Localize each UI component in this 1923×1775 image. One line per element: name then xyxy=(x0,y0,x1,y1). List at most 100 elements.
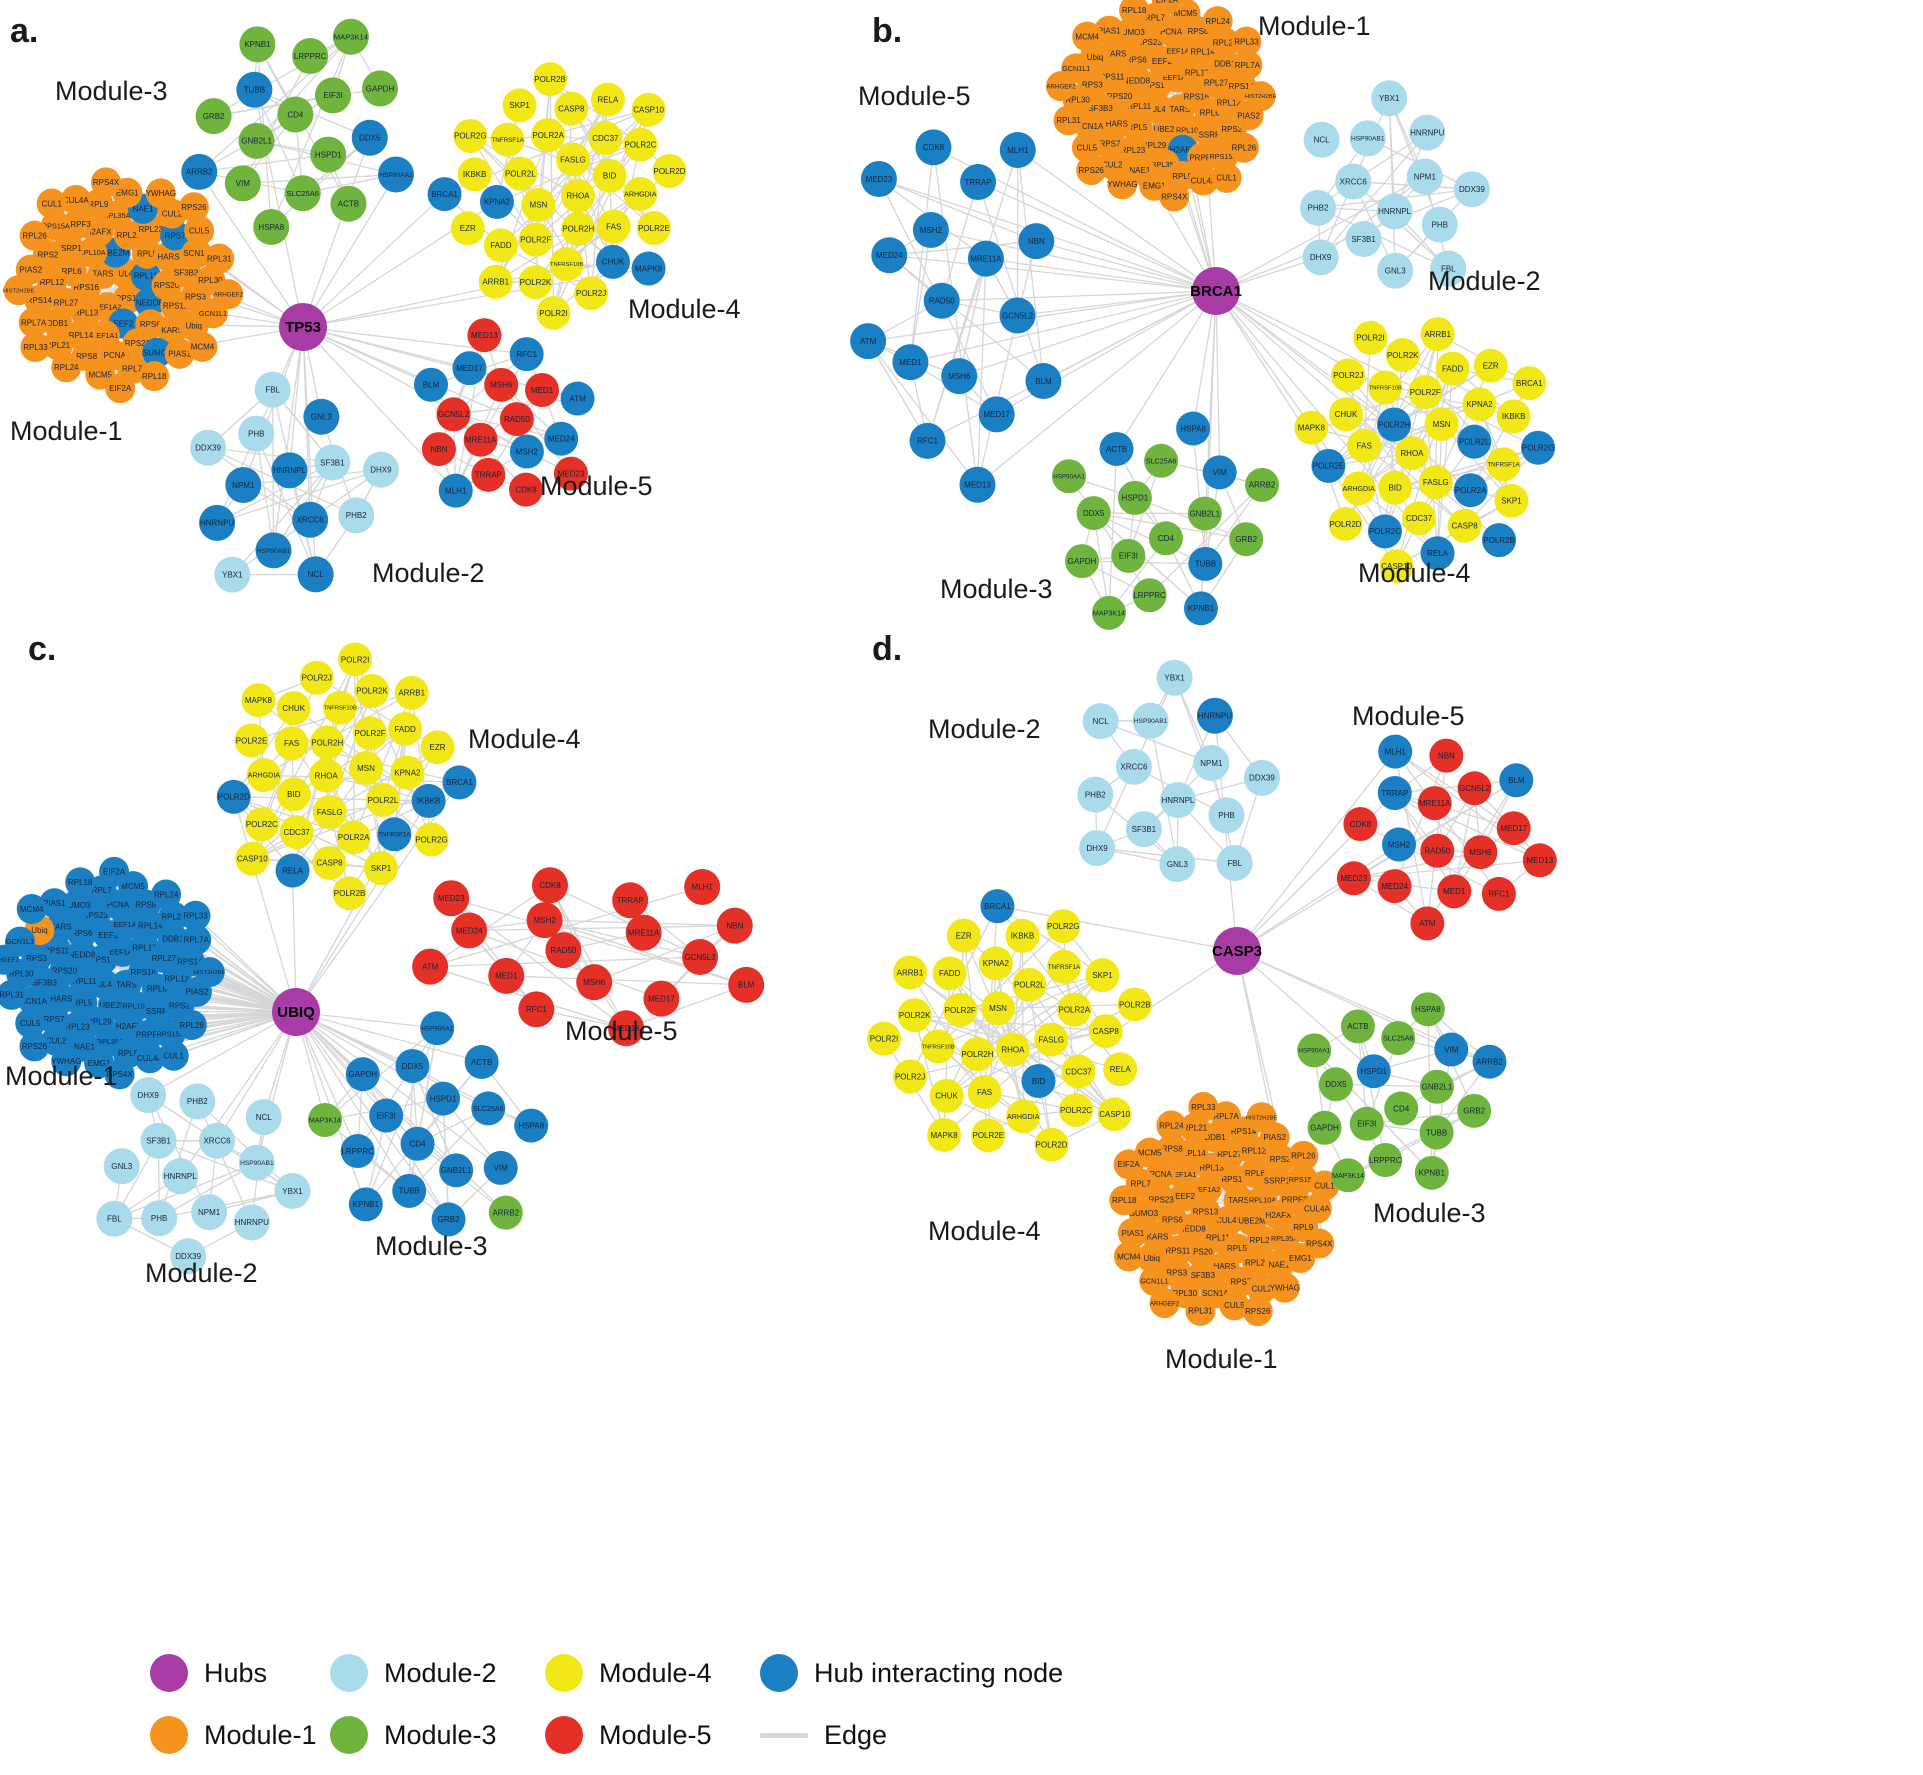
node-label: SLC25A6 xyxy=(473,1105,504,1113)
node-label: MRE11A xyxy=(970,254,1002,263)
node-label: RPL33 xyxy=(1191,1103,1216,1112)
node-GRB2 xyxy=(195,98,232,135)
node-label: RPL31 xyxy=(1188,1307,1213,1316)
node-label: HSP90AB1 xyxy=(257,548,291,555)
node-label: RPL30 xyxy=(1065,96,1090,105)
node-label: EEF2 xyxy=(1175,1192,1196,1201)
hub-edge xyxy=(295,1011,444,1100)
node-MSH2 xyxy=(912,211,949,248)
node-POLR2F xyxy=(518,222,553,257)
edge xyxy=(549,884,627,1029)
node-label: IKBKB xyxy=(1011,932,1035,941)
node-label: CUL2 xyxy=(162,209,183,218)
edge xyxy=(207,447,333,464)
node-label: UBE2M xyxy=(1238,1217,1266,1226)
node-label: MED1 xyxy=(531,386,554,395)
node-EIF2A xyxy=(1151,0,1182,15)
node-PHB xyxy=(238,415,275,452)
legend-item-module4: Module-4 xyxy=(545,1654,760,1692)
node-label: NCL xyxy=(256,1113,273,1122)
node-GRB2 xyxy=(431,1202,466,1237)
node-label: BID xyxy=(287,790,301,799)
node-MRE11A xyxy=(967,240,1004,277)
node-label: PHB2 xyxy=(1308,204,1329,213)
module-label: Module-1 xyxy=(1165,1344,1278,1374)
node-ARRB1 xyxy=(478,264,513,299)
node-label: EEF1A1 xyxy=(1169,1170,1196,1179)
node-label: NEDD8 xyxy=(136,298,164,307)
hub-edge xyxy=(1236,843,1400,952)
node-label: RPS13 xyxy=(1144,81,1170,90)
node-ARHGEF2 xyxy=(1046,71,1077,102)
node-BLM xyxy=(728,966,765,1003)
node-FADD xyxy=(388,711,423,746)
node-label: RPL12 xyxy=(164,975,189,984)
node-CUL5 xyxy=(1219,1290,1250,1321)
node-ACTB xyxy=(1340,1009,1375,1044)
node-RPL24 xyxy=(51,352,82,383)
legend-label: Hubs xyxy=(204,1657,268,1688)
node-HSPA8 xyxy=(514,1108,549,1143)
node-CASP8 xyxy=(1447,508,1482,543)
node-POLR2E xyxy=(1311,448,1346,483)
node-label: NBN xyxy=(430,445,447,454)
node-XRCC6 xyxy=(292,501,329,538)
node-POLR2C xyxy=(1059,1093,1094,1128)
node-MED24 xyxy=(1377,869,1412,904)
edge xyxy=(1366,1110,1475,1125)
edge xyxy=(909,147,935,363)
node-RFC1 xyxy=(909,422,946,459)
node-label: CHUK xyxy=(935,1092,958,1101)
node-label: GCN5L2 xyxy=(685,953,717,962)
node-MRE11A xyxy=(625,914,662,951)
node-SF3B1 xyxy=(1345,220,1382,257)
node-MED23 xyxy=(433,880,470,917)
node-label: CASP10 xyxy=(633,106,664,115)
node-MAP3K14 xyxy=(1091,595,1126,630)
node-label: HSP90AA1 xyxy=(1053,473,1085,480)
node-YWHAG xyxy=(145,178,176,209)
node-label: MAPK8 xyxy=(1298,424,1326,433)
node-TNFRSF1A xyxy=(490,122,525,157)
node-YBX1 xyxy=(274,1173,311,1210)
node-label: POLR2L xyxy=(505,169,536,178)
node-DDX5 xyxy=(351,119,388,156)
node-label: MED23 xyxy=(1341,874,1368,883)
node-label: Ubiq xyxy=(31,926,47,935)
edge xyxy=(572,159,614,263)
node-RPL24 xyxy=(151,879,182,910)
node-label: XRCC6 xyxy=(1340,177,1368,186)
node-label: HIST2H2BE xyxy=(3,288,35,294)
node-label: GNL3 xyxy=(1167,860,1188,869)
module-label: Module-4 xyxy=(628,294,741,324)
node-label: FBL xyxy=(265,385,280,394)
node-VIM xyxy=(224,165,261,202)
edge xyxy=(243,468,381,486)
node-label: RPL14 xyxy=(1181,1149,1206,1158)
node-label: RPL13 xyxy=(74,308,99,317)
node-RAD50 xyxy=(923,282,960,319)
node-label: NAE1 xyxy=(132,205,153,214)
node-label: MSH6 xyxy=(583,978,606,987)
node-label: MAPK8 xyxy=(931,1131,959,1140)
node-MED17 xyxy=(1496,811,1531,846)
node-label: POLR2J xyxy=(895,1072,925,1081)
node-label: GNB2L1 xyxy=(1189,509,1220,518)
node-label: RAD50 xyxy=(550,946,576,955)
node-HSP90AA1 xyxy=(420,1011,455,1046)
node-label: NEDD8 xyxy=(68,951,96,960)
node-CDC37 xyxy=(1061,1054,1096,1089)
node-GAPDH xyxy=(1307,1110,1342,1145)
node-CUL4A xyxy=(1188,165,1219,196)
node-label: HARS xyxy=(1106,119,1128,128)
node-label: CUL2 xyxy=(1251,1284,1272,1293)
labels-a: a.Module-3Module-4Module-1Module-2Module… xyxy=(10,12,741,588)
node-label: FAS xyxy=(977,1088,992,1097)
node-label: PIAS1 xyxy=(1098,27,1121,36)
node-label: SSRP1 xyxy=(1264,1177,1291,1186)
node-label: KPNA2 xyxy=(1466,400,1493,409)
node-label: RPL23 xyxy=(138,225,163,234)
hub-label: BRCA1 xyxy=(1190,283,1242,300)
node-IKBKB xyxy=(457,157,492,192)
